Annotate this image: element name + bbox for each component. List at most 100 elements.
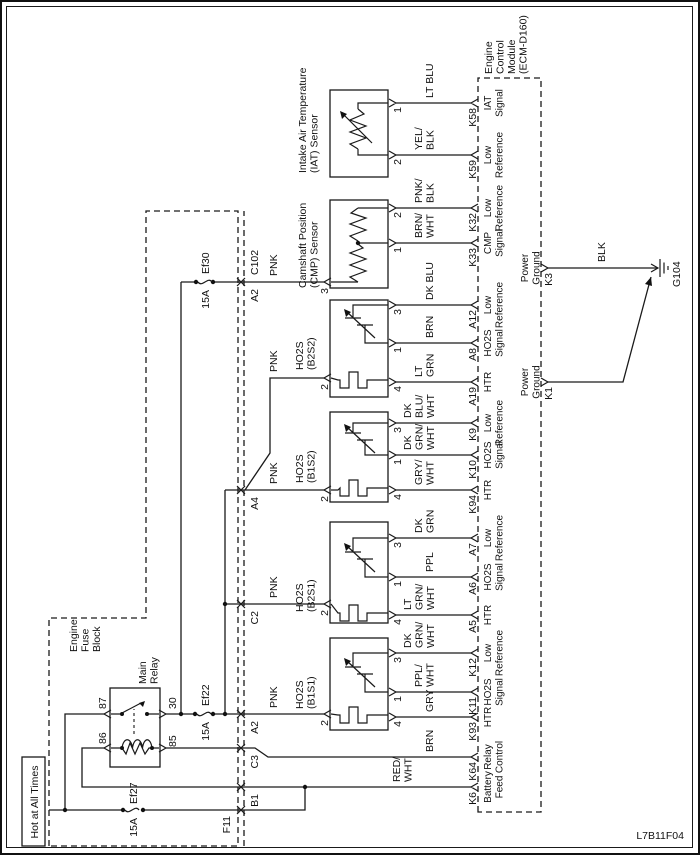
ecm-pin-fn: RelayControl <box>483 741 506 773</box>
ho2s-b2s2-name: HO2S(B2S2) <box>294 337 318 370</box>
ecm-pin-color: LTGRN/WHT <box>402 584 437 610</box>
junction-dot <box>120 746 124 750</box>
cmp-pin2: 2 <box>392 212 404 218</box>
ho2s-arrow-icon <box>344 424 351 432</box>
connector-a4: A4 <box>249 497 261 510</box>
junction-dot <box>222 711 228 717</box>
ecm-box <box>477 77 542 813</box>
ho2s-arrow-icon <box>344 309 351 317</box>
fuse-ef30-amp: 15A <box>200 290 212 309</box>
fuse-block-outline <box>48 210 239 847</box>
sensor-cmp: Camshaft Position(CMP) Sensor 2 1 3 <box>297 199 404 294</box>
fuse-block-label: EngineFuseBlock <box>68 619 103 652</box>
ecm-pin-color: DKGRN/WHT <box>402 424 437 450</box>
connector-a2: A2 <box>249 721 261 734</box>
ho2s-b1s1-pin3: 3 <box>392 657 404 663</box>
sensor-supply-pin-chevrons <box>322 277 332 719</box>
ecm-pin-chevrons <box>469 98 479 792</box>
ground-arrowhead-icon <box>645 277 652 286</box>
ho2s-heater-icon <box>330 603 388 622</box>
sensor-ho2s-b2s1: HO2S(B2S1) 3 1 4 2 <box>294 521 404 625</box>
ecm-pin-color: GRY/WHT <box>413 459 437 485</box>
iat-arrow-icon <box>340 111 347 119</box>
junction-dot <box>222 601 228 607</box>
connector-c3: C3 <box>249 755 261 769</box>
ho2s-b2s1-name: HO2S(B2S1) <box>294 579 318 612</box>
ecm-pin-id: A6 <box>467 582 479 595</box>
iat-pin2: 2 <box>392 159 404 165</box>
fuse-terminal-dot <box>210 711 216 717</box>
ecm-pin-id: K94 <box>467 495 479 514</box>
ecm-pin-id: K11 <box>467 697 479 715</box>
ecm-pin-fn: HTR <box>483 372 494 393</box>
ho2s-heater-icon <box>330 371 388 389</box>
ho2s-arrow-icon <box>344 543 351 551</box>
relay-blade-arrow-icon <box>139 701 145 707</box>
ecm-pin-id: K93 <box>467 722 479 741</box>
ecm-pin-id: K59 <box>467 160 479 179</box>
ecm-pin-fn: LowReference <box>483 281 506 328</box>
relay-pin30-label: 30 <box>167 697 179 709</box>
ecm-pin-color: BRN <box>424 316 436 338</box>
ecm-pin-id: K10 <box>467 460 479 479</box>
ecm-pin-id: K6 <box>467 792 479 805</box>
ecm-ground-id: K1 <box>543 387 555 400</box>
wire-color-pnk: PNK <box>268 462 280 484</box>
fuse-ef30-icon <box>197 279 213 285</box>
fuse-ef22-name: Ef22 <box>200 684 212 706</box>
cmp-tap-dot <box>355 240 361 246</box>
junction-dot <box>120 712 124 716</box>
fuses: 15A Ef27 15A Ef22 15A Ef30 <box>124 252 213 837</box>
ecm-pin-id: K32 <box>467 213 479 232</box>
fuse-ef22-amp: 15A <box>200 722 212 741</box>
fuse-ef27-name: Ef27 <box>128 782 140 804</box>
sensor-ho2s-b1s2: HO2S(B1S2) 3 1 4 2 <box>294 411 404 503</box>
wire-color-pnk: PNK <box>268 254 280 276</box>
cmp-pin3: 3 <box>319 288 331 294</box>
relay-name-label: MainRelay <box>137 656 161 684</box>
ecm-pin-color: GRY <box>424 689 436 712</box>
ecm-pin-color: PPL <box>424 552 436 572</box>
relay-switch <box>111 702 159 715</box>
ecm-pin-id: A12 <box>467 310 479 329</box>
relay-pin-chevrons <box>102 709 168 753</box>
ho2s-b1s2-pin3: 3 <box>392 427 404 433</box>
ecm-pin-color: PPL/WHT <box>413 663 437 687</box>
iat-pin1: 1 <box>392 107 404 113</box>
ecm-pin-fn: HO2SSignal <box>483 441 506 469</box>
harness-color-labels: PNK PNK PNK PNK PNK BLK <box>268 242 608 708</box>
wire-color-pnk: PNK <box>268 576 280 598</box>
ecm-pin-color: PNK/BLK <box>413 178 437 203</box>
fuse-ef27-amp: 15A <box>128 818 140 837</box>
ecm-pin-fn: HO2SSignal <box>483 563 506 591</box>
ho2s-heater-icon <box>330 706 388 724</box>
junction-dot <box>150 746 154 750</box>
ecm-pin-color: YEL/BLK <box>413 127 437 150</box>
ecm-pin-fn: LowReference <box>483 399 506 446</box>
ho2s-b2s1-box <box>329 521 389 624</box>
ho2s-b2s2-pin2: 2 <box>319 384 331 390</box>
ecm-pin-fn: HTR <box>483 707 494 728</box>
fuse-ef27-icon <box>124 807 140 813</box>
ecm-pin-color: LTGRN <box>413 354 437 377</box>
ecm-pin-fn: LowReference <box>483 131 506 178</box>
fuse-terminal-dot <box>210 279 216 285</box>
relay-pin86-label: 86 <box>97 732 109 744</box>
ecm-pin-color: DKGRN <box>413 510 437 533</box>
ecm-pin-fn: LowReference <box>483 184 506 231</box>
ho2s-b1s2-pin1: 1 <box>392 459 404 465</box>
ecm-pin-id: A5 <box>467 620 479 633</box>
ground-wire-chevron <box>650 263 660 273</box>
ecm-module: EngineControlModule(ECM-D160) K58 IATSig… <box>391 15 555 813</box>
hot-at-all-times: Hot at All Times <box>21 756 46 847</box>
ecm-pin-id: A7 <box>467 543 479 556</box>
ho2s-b2s1-pin4: 4 <box>392 619 404 625</box>
wire-sensor-to-ecm-drops <box>396 102 471 718</box>
relay-box <box>109 687 161 768</box>
ecm-pin-fn: HO2SSignal <box>483 678 506 706</box>
wire-color-blk: BLK <box>596 242 608 262</box>
diagram-frame-border <box>6 6 693 848</box>
ecm-pin-id: A8 <box>467 348 479 361</box>
